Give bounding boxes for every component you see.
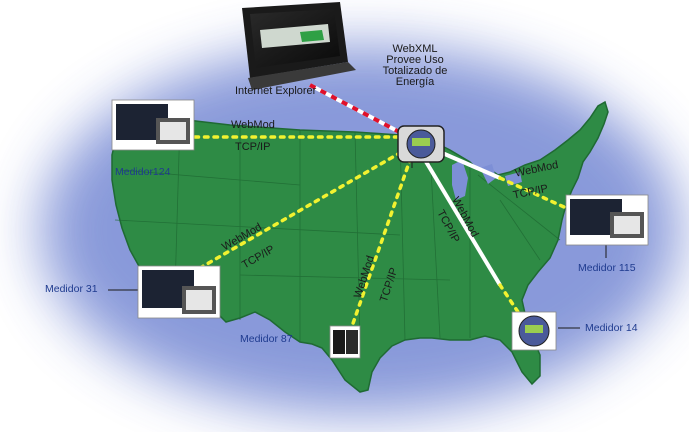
tcpip-label-124: TCP/IP <box>235 141 271 153</box>
meter-31-label: Medidor 31 <box>45 283 98 295</box>
meter-115-label: Medidor 115 <box>578 262 636 274</box>
webmod-label-124: WebMod <box>231 119 275 131</box>
meter-14-label: Medidor 14 <box>585 322 638 334</box>
state-borders <box>114 119 561 342</box>
meter-115-device <box>565 194 649 246</box>
link-87 <box>348 158 412 334</box>
meter-14-device <box>511 311 557 351</box>
caption-line-3: Totalizado de <box>382 65 448 77</box>
great-lakes <box>452 160 522 200</box>
caption-line-1: WebXML <box>392 43 438 55</box>
connection-lines <box>193 83 577 334</box>
meter-31-device <box>137 265 221 319</box>
link-115 <box>498 176 577 214</box>
caption-line-2: Provee Uso <box>386 54 444 66</box>
laptop-device <box>242 2 356 90</box>
link-14-white <box>423 158 502 287</box>
webxml-meter-device <box>397 125 445 163</box>
caption-line-4: Energía <box>395 76 435 88</box>
ie-link-dashes <box>309 83 406 137</box>
meter-124-device <box>111 99 195 151</box>
meter-124-label: Medidor124 <box>115 166 171 178</box>
webxml-caption: WebXML Provee Uso Totalizado de Energía <box>360 44 470 88</box>
meter-87-label: Medidor 87 <box>240 333 293 345</box>
internet-explorer-label: Internet Explorer <box>235 85 317 97</box>
link-31 <box>198 148 407 270</box>
meter-87-device <box>329 325 361 359</box>
link-115-white <box>439 150 501 180</box>
